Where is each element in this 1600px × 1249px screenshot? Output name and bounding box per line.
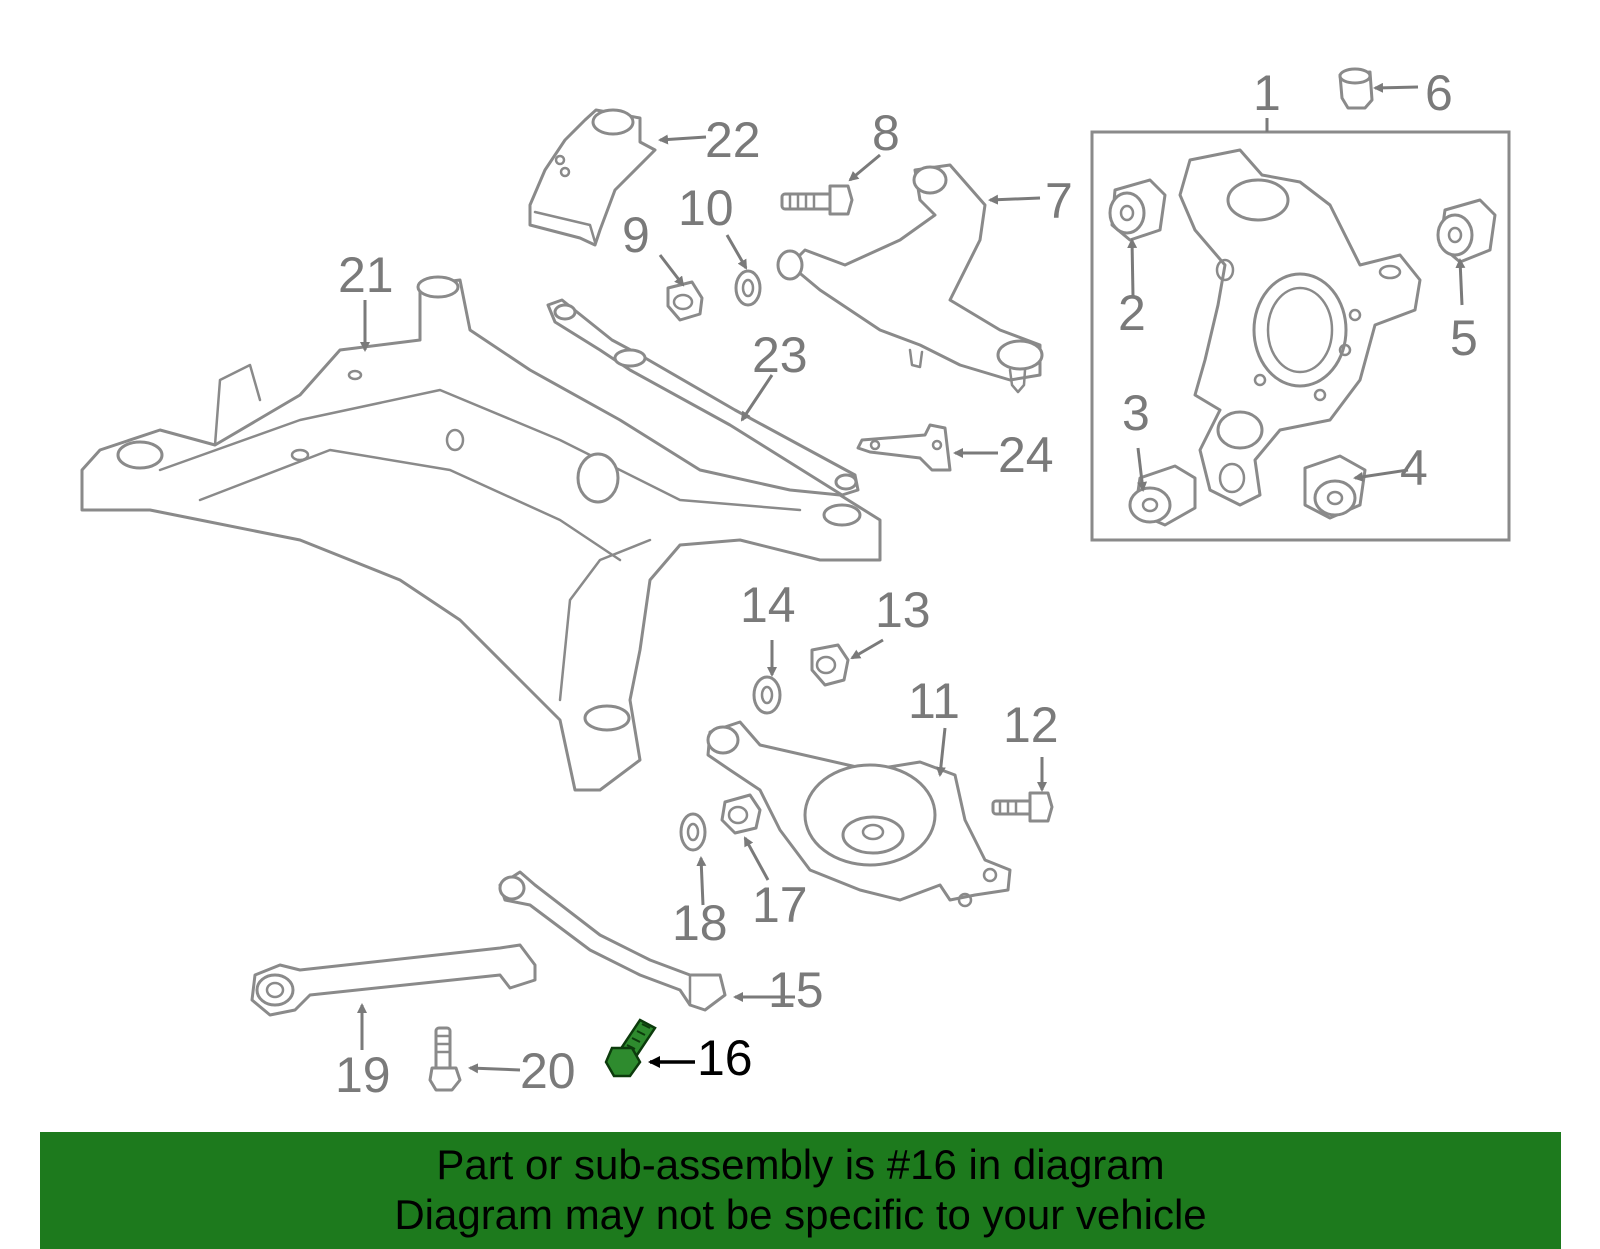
bushing-part-2 xyxy=(1108,178,1167,242)
part-label-15: 15 xyxy=(768,962,824,1018)
bushing-part-4 xyxy=(1303,454,1367,520)
subframe-part-21 xyxy=(80,275,882,792)
part-label-23: 23 xyxy=(752,327,808,383)
part-label-19: 19 xyxy=(335,1047,391,1103)
link-part-15 xyxy=(498,870,727,1012)
part-label-3: 3 xyxy=(1122,385,1150,441)
part-label-22: 22 xyxy=(705,112,761,168)
bracket-part-22 xyxy=(528,108,657,247)
link-part-19 xyxy=(250,943,537,1017)
bushing-part-3 xyxy=(1128,464,1197,527)
part-label-9: 9 xyxy=(622,207,650,263)
part-label-14: 14 xyxy=(740,577,796,633)
bolt-part-12 xyxy=(991,791,1054,823)
part-label-6: 6 xyxy=(1425,65,1453,121)
nut-part-13 xyxy=(810,643,850,687)
part-label-17: 17 xyxy=(752,877,808,933)
banner-line-2: Diagram may not be specific to your vehi… xyxy=(394,1191,1207,1238)
nut-part-9 xyxy=(666,280,704,322)
banner-line-1: Part or sub-assembly is #16 in diagram xyxy=(436,1141,1165,1188)
part-label-2: 2 xyxy=(1118,285,1146,341)
part-label-20: 20 xyxy=(520,1043,576,1099)
part-label-24: 24 xyxy=(998,427,1054,483)
bolt-part-16-highlighted xyxy=(604,1018,657,1078)
part-label-13: 13 xyxy=(875,582,931,638)
bolt-part-20 xyxy=(428,1026,462,1092)
part-label-1: 1 xyxy=(1253,65,1281,121)
cap-part-6 xyxy=(1338,67,1374,110)
part-label-10: 10 xyxy=(678,180,734,236)
washer-part-14 xyxy=(752,675,782,715)
nut-part-17 xyxy=(720,793,762,835)
bushing-part-5 xyxy=(1436,198,1497,264)
knuckle-assembly-part-1 xyxy=(1090,130,1511,542)
lower-arm-part-11 xyxy=(706,720,1012,908)
upper-arm-part-7 xyxy=(776,163,1044,394)
info-banner: Part or sub-assembly is #16 in diagram D… xyxy=(40,1132,1561,1249)
part-label-18: 18 xyxy=(672,895,728,951)
washer-part-10 xyxy=(734,269,762,307)
washer-part-18 xyxy=(679,812,707,852)
part-label-11: 11 xyxy=(908,673,960,729)
rod-part-23 xyxy=(546,298,860,497)
part-label-4: 4 xyxy=(1400,440,1428,496)
bolt-part-8 xyxy=(780,184,854,216)
part-label-8: 8 xyxy=(872,105,900,161)
part-label-16: 16 xyxy=(697,1030,753,1086)
leader-arrows xyxy=(357,82,1466,1074)
part-labels: 1 2 3 4 5 6 7 8 9 10 11 12 13 14 15 16 1… xyxy=(335,65,1478,1103)
part-label-7: 7 xyxy=(1045,173,1073,229)
bracket-part-24 xyxy=(856,423,952,472)
part-label-5: 5 xyxy=(1450,310,1478,366)
part-label-21: 21 xyxy=(338,247,394,303)
part-label-12: 12 xyxy=(1003,697,1059,753)
